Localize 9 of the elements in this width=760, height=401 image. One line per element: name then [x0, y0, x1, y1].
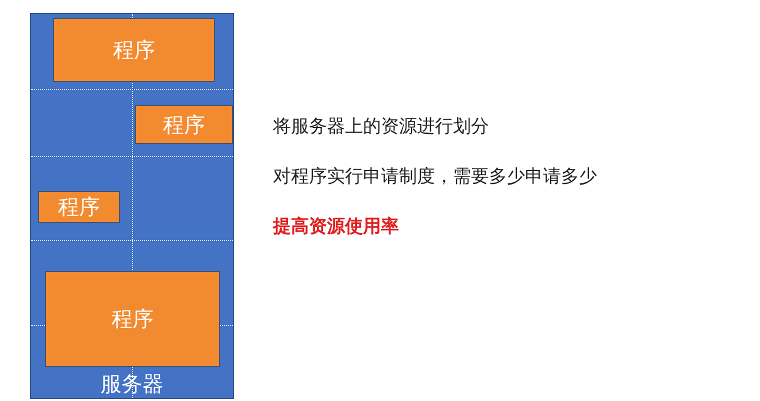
- server-label: 服务器: [100, 372, 164, 396]
- program-block: 程序: [45, 271, 220, 367]
- note-text: 提高资源使用率: [273, 215, 399, 238]
- server-panel: [30, 13, 234, 399]
- program-block: 程序: [135, 105, 233, 144]
- program-block: 程序: [53, 18, 215, 82]
- note-text: 将服务器上的资源进行划分: [273, 115, 489, 138]
- note-text: 对程序实行申请制度，需要多少申请多少: [273, 165, 597, 188]
- program-block: 程序: [38, 191, 120, 223]
